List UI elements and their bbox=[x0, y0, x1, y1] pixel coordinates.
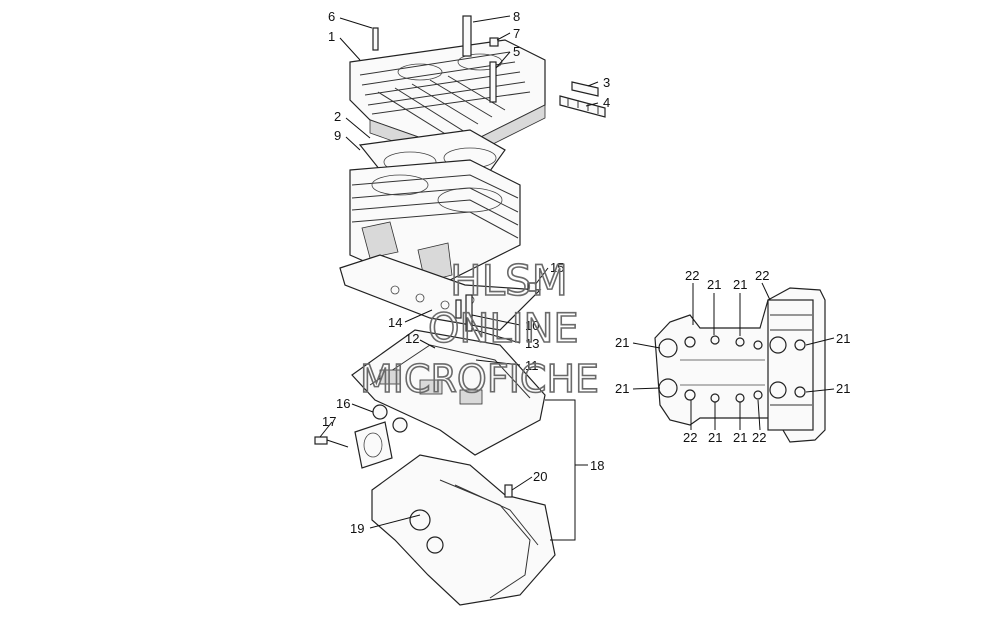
callout-2: 2 bbox=[334, 109, 341, 124]
callout-8: 8 bbox=[513, 9, 520, 24]
callout-20: 20 bbox=[533, 469, 547, 484]
crankcase-side-view bbox=[654, 287, 826, 443]
cylinder-block bbox=[349, 159, 521, 291]
callout-21-top-b: 21 bbox=[733, 277, 747, 292]
callout-10: 10 bbox=[525, 318, 539, 333]
callout-22-top-left: 22 bbox=[685, 268, 699, 283]
coupler-blocks bbox=[559, 81, 606, 118]
callout-5: 5 bbox=[513, 44, 520, 59]
watermark: HLSM ONLINE MICROFICHE bbox=[359, 255, 600, 402]
callout-18: 18 bbox=[590, 458, 604, 473]
callout-14: 14 bbox=[388, 315, 402, 330]
callout-17: 17 bbox=[322, 414, 336, 429]
callout-21-right-upper: 21 bbox=[836, 331, 850, 346]
callout-3: 3 bbox=[603, 75, 610, 90]
callout-21-bottom-b: 21 bbox=[733, 430, 747, 445]
callout-21-top-a: 21 bbox=[707, 277, 721, 292]
leader-lines bbox=[319, 15, 835, 529]
callout-21-right-lower: 21 bbox=[836, 381, 850, 396]
watermark-line1: HLSM bbox=[450, 256, 568, 305]
callout-13: 13 bbox=[525, 336, 539, 351]
callout-1: 1 bbox=[328, 29, 335, 44]
lower-crankcase bbox=[371, 454, 556, 606]
callout-19: 19 bbox=[350, 521, 364, 536]
callout-4: 4 bbox=[603, 95, 610, 110]
callout-21-left-lower: 21 bbox=[615, 381, 629, 396]
callout-16: 16 bbox=[336, 396, 350, 411]
intake-flange bbox=[314, 421, 393, 469]
callout-6: 6 bbox=[328, 9, 335, 24]
callout-9: 9 bbox=[334, 128, 341, 143]
upper-crankcase bbox=[351, 329, 546, 456]
watermark-line2: ONLINE bbox=[428, 306, 579, 352]
callout-22-bottom-left: 22 bbox=[683, 430, 697, 445]
callout-11: 11 bbox=[525, 358, 539, 373]
callout-15: 15 bbox=[550, 260, 564, 275]
callout-22-bottom-right: 22 bbox=[752, 430, 766, 445]
watermark-line3: MICROFICHE bbox=[360, 357, 599, 401]
callout-21-bottom-a: 21 bbox=[708, 430, 722, 445]
callout-22-top-right: 22 bbox=[755, 268, 769, 283]
callout-21-left-upper: 21 bbox=[615, 335, 629, 350]
callout-12: 12 bbox=[405, 331, 419, 346]
assembly-bracket bbox=[545, 399, 576, 541]
callout-labels: 6 1 8 7 5 3 4 2 9 15 14 10 12 13 11 16 1… bbox=[322, 9, 850, 536]
callout-7: 7 bbox=[513, 26, 520, 41]
